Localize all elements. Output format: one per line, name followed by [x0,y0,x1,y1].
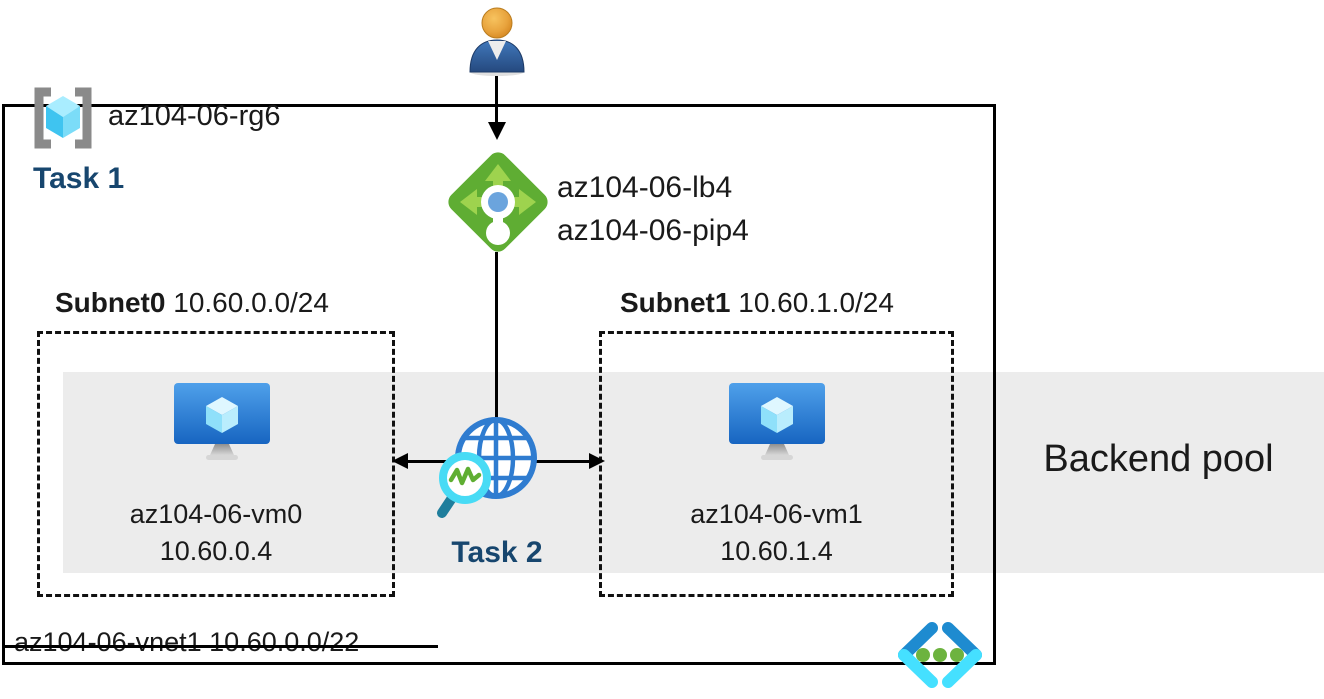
virtual-machine-icon [174,383,270,460]
subnet0-name: Subnet0 [55,287,166,318]
arrowhead-left-icon [392,453,408,469]
arrowhead-down-icon [488,122,506,140]
vm0-ip: 10.60.0.4 [159,536,273,566]
arrowhead-right-icon [589,453,605,469]
resource-group-boundary [2,104,996,665]
vnet-label: az104-06-vnet1 10.60.0.0/22 [14,627,359,658]
vm1-name: az104-06-vm1 [690,499,863,529]
backend-pool-band [63,372,1324,573]
load-balancer-name: az104-06-lb4 [557,171,733,204]
load-balancer-labels: az104-06-lb4 az104-06-pip4 [557,166,749,252]
task2-label: Task 2 [451,536,543,569]
magnifier-icon [437,452,491,518]
subnet1-name: Subnet1 [620,287,731,318]
resource-group-label: az104-06-rg6 [108,100,281,132]
vnet-cidr: 10.60.0.0/22 [209,627,360,657]
backend-pool-label: Backend pool [1043,438,1274,480]
vnet-name: az104-06-vnet1 [14,627,202,657]
vm0-name: az104-06-vm0 [129,499,303,529]
public-ip-name: az104-06-pip4 [557,214,749,247]
subnet1-cidr: 10.60.1.0/24 [738,287,894,318]
vnet-label-strike-line [2,645,438,648]
user-to-lb-connector [495,76,498,122]
subnet0-label: Subnet0 10.60.0.0/24 [55,287,329,319]
vm1-labels: az104-06-vm1 10.60.1.4 [599,496,954,570]
resource-group-icon [34,87,92,149]
code-brackets-icon [898,622,982,688]
load-balancer-icon [448,152,548,252]
virtual-machine-icon [729,383,825,460]
lb-to-watcher-connector [495,252,498,424]
vm1-ip: 10.60.1.4 [720,536,833,566]
task1-label: Task 1 [33,162,125,195]
vm0-labels: az104-06-vm0 10.60.0.4 [37,496,395,570]
subnet0-cidr: 10.60.0.0/24 [173,287,329,318]
subnet1-label: Subnet1 10.60.1.0/24 [620,287,894,319]
user-icon [469,7,525,76]
